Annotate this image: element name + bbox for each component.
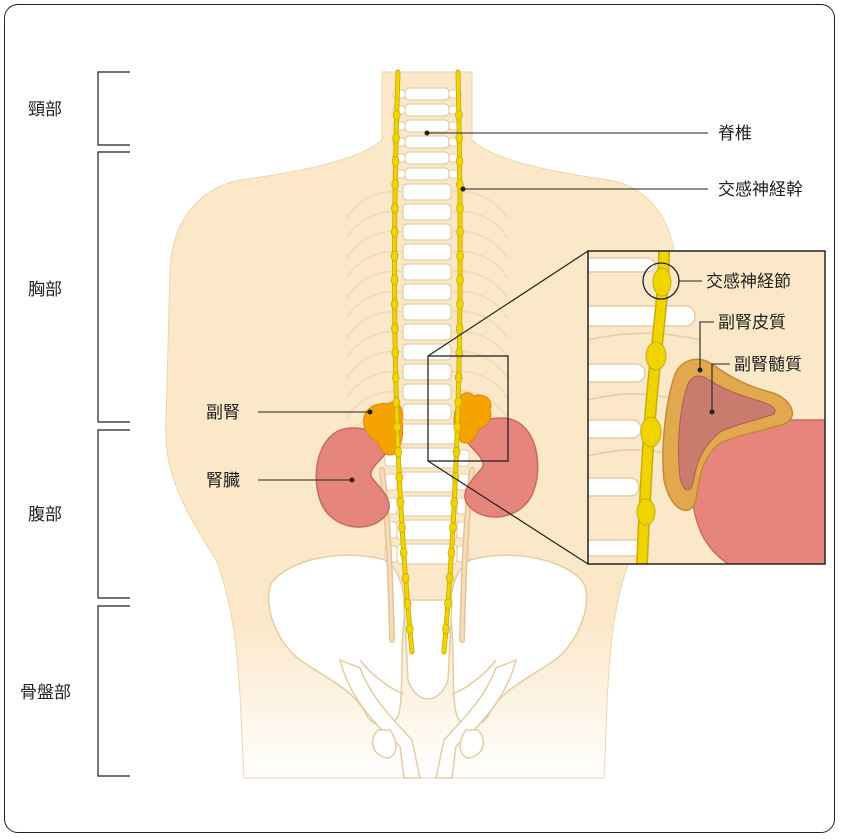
ganglion <box>455 110 462 120</box>
inset-bone <box>588 306 695 326</box>
ganglion <box>457 203 464 213</box>
ganglion <box>393 397 400 407</box>
ganglion <box>392 156 399 166</box>
ganglion <box>393 110 400 120</box>
ganglion <box>451 497 458 507</box>
inset-detail <box>588 251 830 581</box>
ganglion <box>391 203 398 213</box>
label-vertebra: 脊椎 <box>718 124 752 144</box>
ganglion <box>445 599 452 609</box>
label-adrenal: 副腎 <box>206 403 240 423</box>
vertebra <box>393 152 461 164</box>
ganglion <box>456 133 463 143</box>
inset-bone <box>588 364 645 382</box>
region-label-chest: 胸部 <box>28 280 62 300</box>
inset-bone <box>588 258 655 272</box>
label-sympathetic-trunk: 交感神経幹 <box>718 179 803 200</box>
inset-bone <box>588 540 645 556</box>
region-label-neck: 頸部 <box>28 100 62 120</box>
region-brackets <box>98 72 130 776</box>
vertebra <box>393 136 461 148</box>
label-ganglion: 交感神経節 <box>706 272 791 292</box>
inset-bone <box>588 478 639 496</box>
region-label-pelvis: 骨盤部 <box>20 683 71 703</box>
vertebra <box>385 520 469 540</box>
ganglion <box>392 180 399 190</box>
inset-bone <box>588 420 641 438</box>
ganglion <box>456 156 463 166</box>
ganglion <box>399 523 406 533</box>
label-adrenal-medulla: 副腎髄質 <box>734 355 802 375</box>
ganglion <box>456 323 463 333</box>
ganglion <box>450 523 457 533</box>
ganglion <box>400 548 407 558</box>
vertebra <box>385 544 469 564</box>
ganglion <box>393 133 400 143</box>
vertebra <box>393 88 461 100</box>
ganglion <box>392 348 399 358</box>
ganglion <box>404 599 411 609</box>
ganglion <box>446 573 453 583</box>
label-kidney: 腎臓 <box>206 471 240 491</box>
vertebra <box>393 168 461 180</box>
ganglion <box>397 497 404 507</box>
label-adrenal-cortex: 副腎皮質 <box>718 313 786 333</box>
ganglion <box>457 251 464 261</box>
ganglion <box>454 422 461 432</box>
ganglion <box>455 397 462 407</box>
ganglion <box>406 624 413 634</box>
vertebra <box>393 104 461 116</box>
ganglion <box>391 323 398 333</box>
region-label-abdomen: 腹部 <box>28 505 62 525</box>
ganglion <box>396 472 403 482</box>
ganglion <box>457 299 464 309</box>
ganglion <box>394 422 401 432</box>
ganglion <box>453 447 460 457</box>
ganglion <box>392 373 399 383</box>
ganglion <box>391 227 398 237</box>
ganglion <box>457 275 464 285</box>
ganglion <box>455 373 462 383</box>
ganglion <box>402 573 409 583</box>
ganglion <box>443 624 450 634</box>
ganglion <box>391 275 398 285</box>
ganglion <box>391 299 398 309</box>
ganglion <box>448 548 455 558</box>
vertebra <box>393 120 461 132</box>
ganglion <box>391 251 398 261</box>
ganglion <box>395 447 402 457</box>
ganglion <box>457 227 464 237</box>
